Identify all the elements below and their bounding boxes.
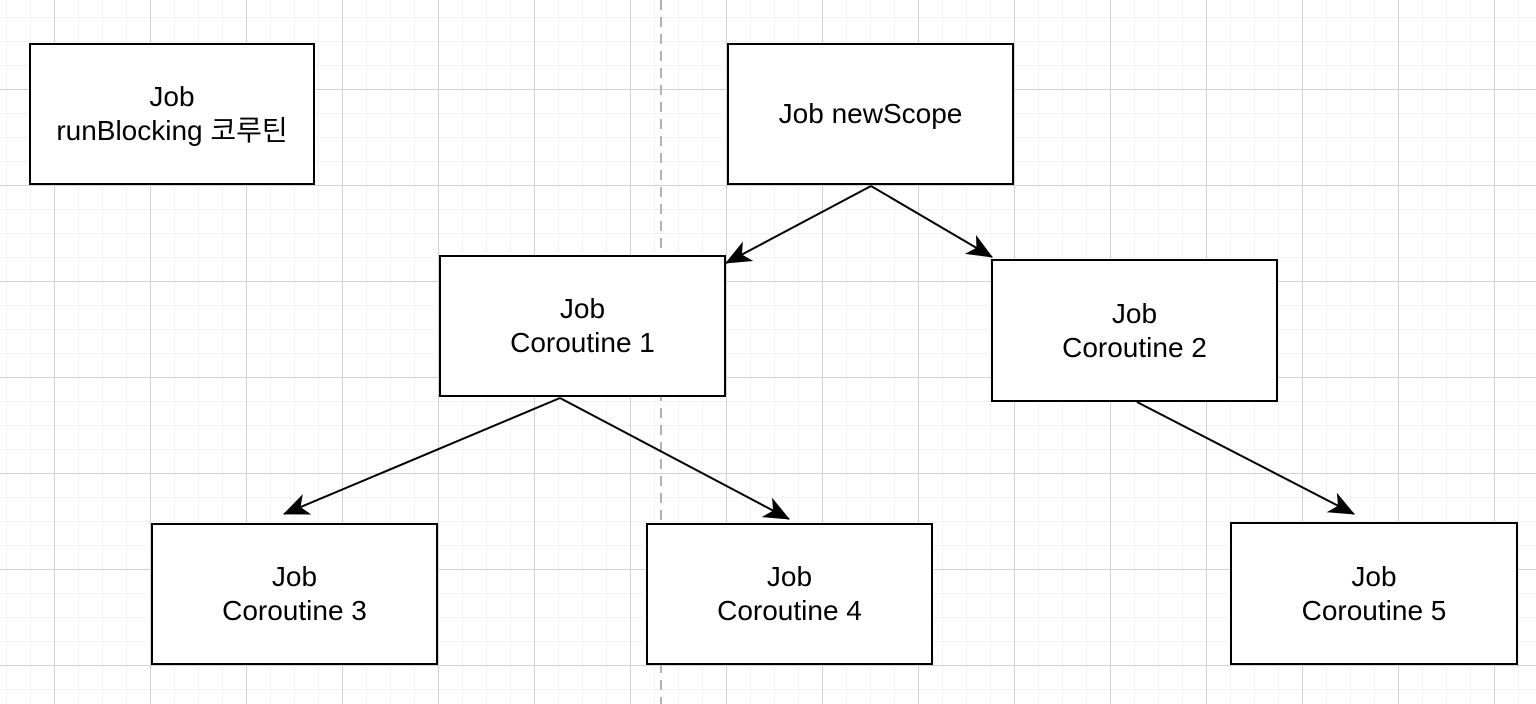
node-job-coroutine-4[interactable]: Job Coroutine 4 <box>646 523 933 665</box>
node-label: Job runBlocking 코루틴 <box>56 81 288 146</box>
edge-coroutine2-to-coroutine5[interactable] <box>1136 401 1355 515</box>
node-job-coroutine-1[interactable]: Job Coroutine 1 <box>439 255 726 397</box>
node-label: Job Coroutine 3 <box>222 561 367 626</box>
node-label: Job Coroutine 2 <box>1062 297 1207 363</box>
node-label: Job Coroutine 4 <box>717 561 862 626</box>
node-label: Job Coroutine 5 <box>1301 560 1447 626</box>
edge-newscope-to-coroutine2[interactable] <box>870 185 993 258</box>
node-label: Job newScope <box>778 98 963 129</box>
node-job-coroutine-2[interactable]: Job Coroutine 2 <box>991 259 1278 402</box>
edge-coroutine1-to-coroutine4[interactable] <box>559 397 790 520</box>
node-job-runblocking[interactable]: Job runBlocking 코루틴 <box>29 43 315 185</box>
edge-newscope-to-coroutine1[interactable] <box>725 185 872 264</box>
node-job-coroutine-5[interactable]: Job Coroutine 5 <box>1230 522 1518 665</box>
node-label: Job Coroutine 1 <box>510 293 655 358</box>
node-job-coroutine-3[interactable]: Job Coroutine 3 <box>151 523 438 665</box>
node-job-newscope[interactable]: Job newScope <box>727 43 1014 185</box>
edge-coroutine1-to-coroutine3[interactable] <box>283 397 561 515</box>
